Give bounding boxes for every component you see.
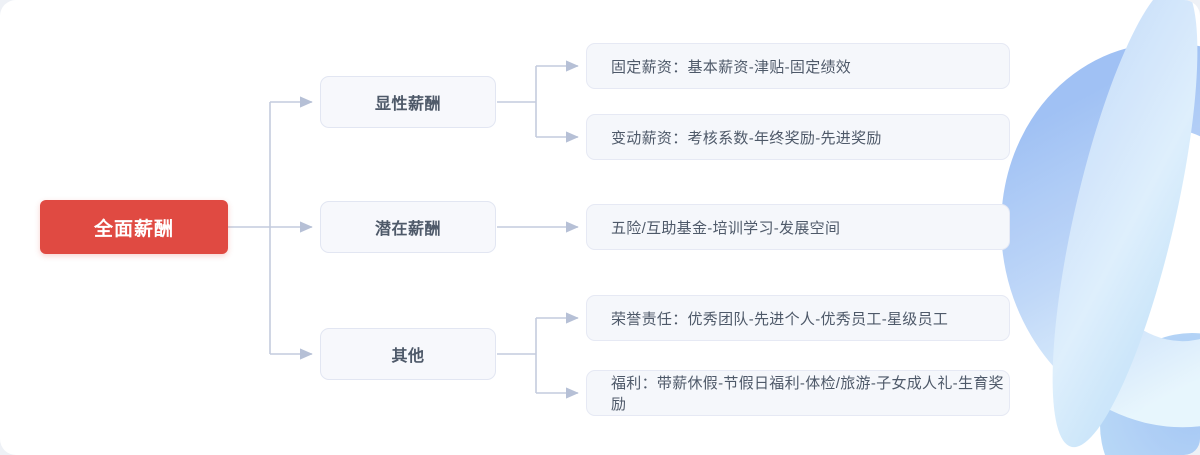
swirl-blob [1100, 333, 1200, 455]
swirl-blade [1052, 0, 1198, 448]
leaf-node-honor-responsibility: 荣誉责任：优秀团队-先进个人-优秀员工-星级员工 [586, 295, 1010, 341]
branch-node-explicit-compensation: 显性薪酬 [320, 76, 496, 128]
leaf-node-welfare: 福利：带薪休假-节假日福利-体检/旅游-子女成人礼-生育奖励 [586, 370, 1010, 416]
root-node-total-compensation: 全面薪酬 [40, 200, 228, 254]
branch-node-potential-compensation: 潜在薪酬 [320, 201, 496, 253]
leaf-node-variable-salary: 变动薪资：考核系数-年终奖励-先进奖励 [586, 114, 1010, 160]
leaf-node-fixed-salary: 固定薪资：基本薪资-津贴-固定绩效 [586, 43, 1010, 89]
swirl-ring [1001, 42, 1200, 428]
branch-node-other: 其他 [320, 328, 496, 380]
leaf-node-insurance-training: 五险/互助基金-培训学习-发展空间 [586, 204, 1010, 250]
